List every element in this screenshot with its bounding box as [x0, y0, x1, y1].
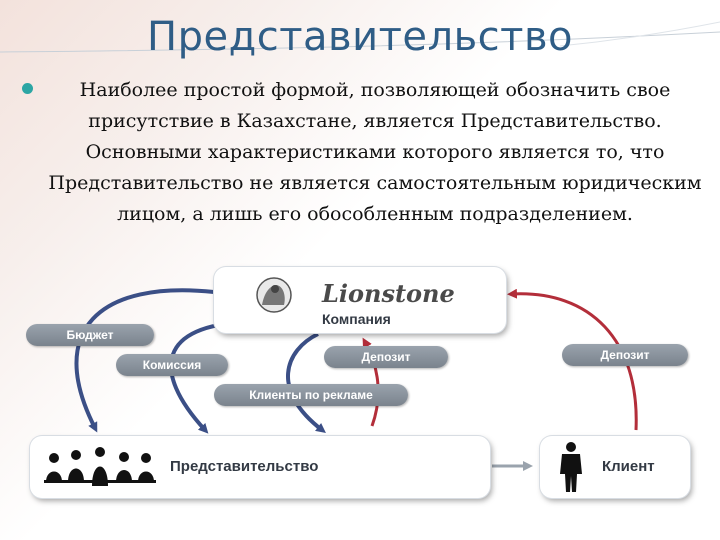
arrow-deposit-right — [507, 288, 638, 431]
client-box: Клиент — [540, 436, 690, 498]
arrow-ad-clients — [286, 332, 326, 434]
bullet-dot-icon — [22, 83, 33, 94]
deposit-right-label: Депозит — [562, 344, 688, 366]
company-box: Lionstone Компания — [214, 267, 506, 333]
slide-title: Представительство — [147, 14, 573, 60]
company-logo-icon — [256, 277, 292, 313]
title-decoration-line — [0, 21, 720, 53]
person-icon — [560, 442, 582, 492]
deposit-left-label: Депозит — [324, 346, 448, 368]
bullet-text: Наиболее простой формой, позволяющей обо… — [48, 79, 702, 225]
representation-label: Представительство — [170, 458, 319, 475]
representation-box: Представительство — [30, 436, 490, 498]
company-logo-text: Lionstone — [322, 279, 455, 308]
commission-label: Комиссия — [116, 354, 228, 376]
budget-label: Бюджет — [26, 324, 154, 346]
bullet-item: Наиболее простой формой, позволяющей обо… — [22, 75, 712, 230]
client-label: Клиент — [602, 458, 655, 475]
ad-clients-label: Клиенты по рекламе — [214, 384, 408, 406]
arrow-commission — [169, 320, 249, 434]
org-diagram: Lionstone Компания Представительство Кли… — [0, 250, 720, 540]
group-people-icon — [44, 447, 156, 486]
company-label: Компания — [322, 311, 391, 327]
arrow-budget — [74, 288, 215, 433]
